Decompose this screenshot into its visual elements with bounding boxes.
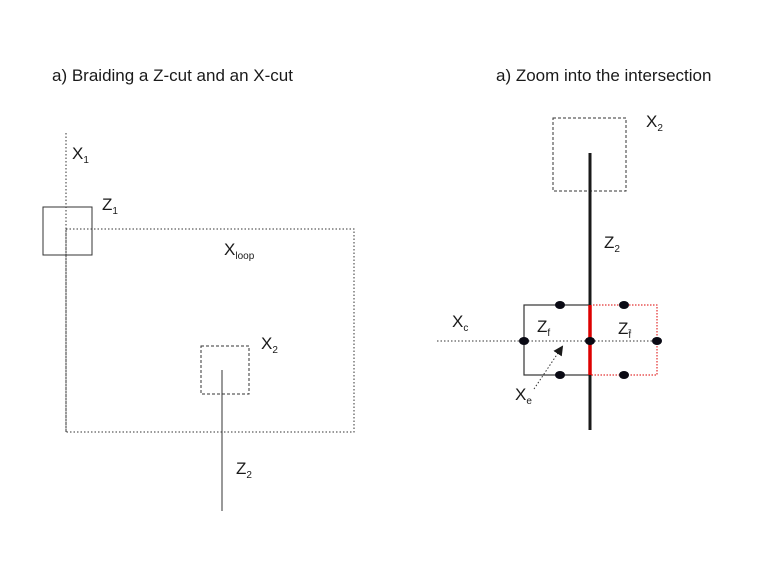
- left-z2-label: Z2: [236, 459, 252, 481]
- zfbar-red-dotted-box: [589, 304, 658, 376]
- dot-mid-center: [585, 337, 595, 345]
- dot-mid-left: [519, 337, 529, 345]
- zf-box: [523, 304, 591, 376]
- xc-label: Xc: [452, 312, 468, 334]
- dot-bottom-left: [555, 371, 565, 379]
- zoom-z2-label: Z2: [604, 233, 620, 255]
- zfbar-label: Zf̄: [618, 319, 632, 341]
- dot-mid-right: [652, 337, 662, 345]
- xloop-dotted-rect: [65, 228, 355, 433]
- dot-top-right: [619, 301, 629, 309]
- z1-label: Z1: [102, 195, 118, 217]
- dot-bottom-right: [619, 371, 629, 379]
- left-x2-label: X2: [261, 334, 278, 356]
- xe-arrow: [533, 345, 564, 390]
- right-panel: a) Zoom into the intersection X2 Z2 Xc Z…: [437, 66, 711, 430]
- dot-top-left: [555, 301, 565, 309]
- z1-box: [42, 206, 93, 256]
- right-panel-title: a) Zoom into the intersection: [496, 66, 711, 85]
- xloop-label: Xloop: [224, 240, 255, 262]
- left-panel: a) Braiding a Z-cut and an X-cut X1 Z1 X…: [42, 66, 355, 511]
- left-panel-title: a) Braiding a Z-cut and an X-cut: [52, 66, 293, 85]
- x2-dashed-box: [200, 345, 250, 395]
- x1-label: X1: [72, 144, 89, 166]
- xe-label: Xe: [515, 385, 532, 407]
- zoom-x2-label: X2: [646, 112, 663, 134]
- zf-label: Zf: [537, 317, 550, 339]
